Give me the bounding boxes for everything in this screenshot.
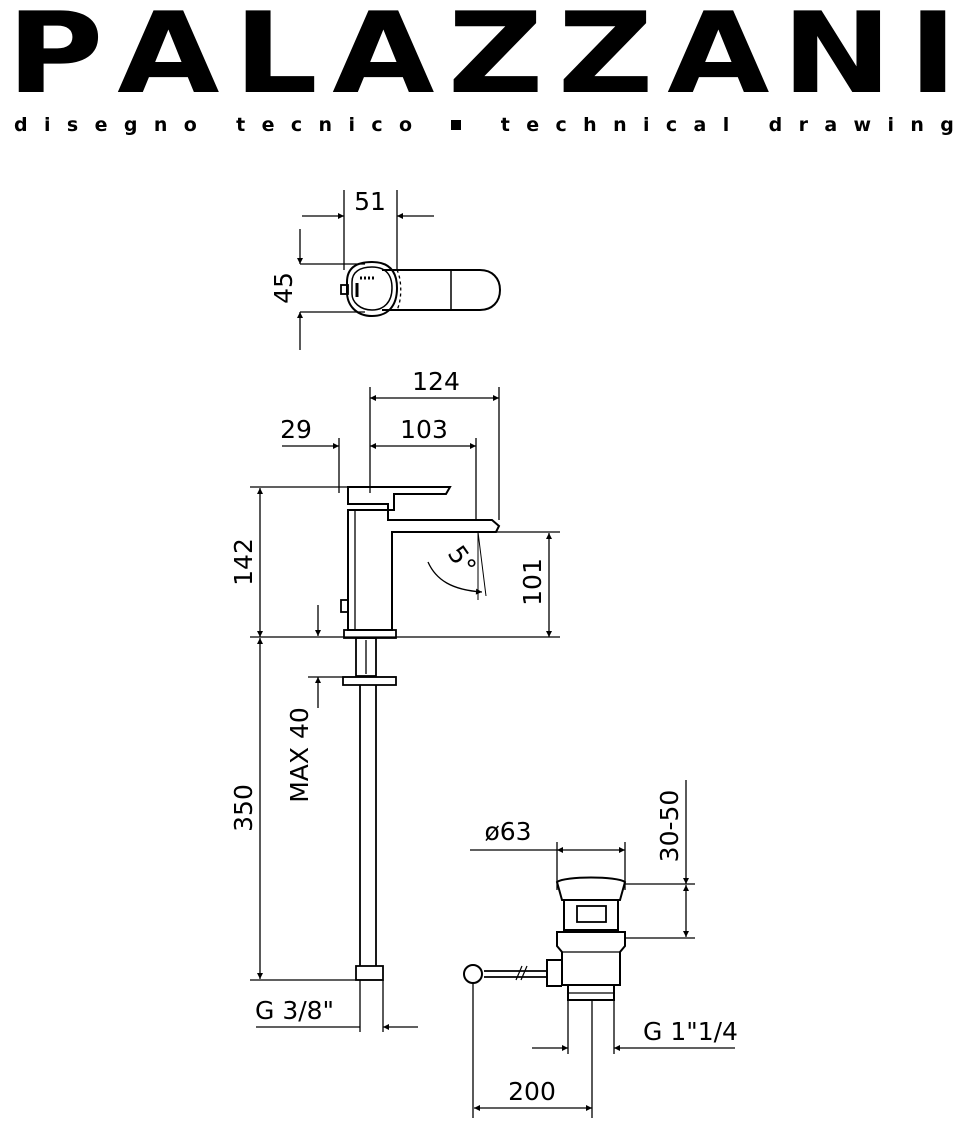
dimension-labels: 51 45 124 29 103 142 5° 101 MAX 40 350 G… bbox=[229, 187, 738, 1106]
subtitle-letter: e bbox=[261, 114, 275, 136]
subtitle-letter: d bbox=[14, 114, 28, 136]
dim-angle: 5° bbox=[442, 540, 482, 580]
dim-waste-lift: 30-50 bbox=[655, 790, 684, 863]
top-view bbox=[297, 190, 502, 350]
subtitle-letter: i bbox=[887, 114, 894, 136]
subtitle-letter: c bbox=[290, 114, 303, 136]
subtitle-letter: e bbox=[526, 114, 540, 136]
dim-outlet-height: 101 bbox=[518, 558, 547, 606]
brand-letter: I bbox=[908, 0, 958, 119]
dim-hose-length: 350 bbox=[229, 784, 258, 832]
subtitle-letter: s bbox=[66, 114, 79, 136]
subtitle-letter: a bbox=[824, 114, 838, 136]
subtitle-letter: n bbox=[318, 114, 333, 136]
subtitle-letter: c bbox=[555, 114, 567, 136]
brand-letter: A bbox=[666, 0, 770, 119]
dim-waste-thread: G 1"1/4 bbox=[643, 1017, 738, 1046]
subtitle-letter: o bbox=[398, 114, 413, 136]
subtitle-letter: r bbox=[798, 114, 808, 136]
subtitle-letter: i bbox=[43, 114, 51, 136]
dim-max-deck: MAX 40 bbox=[285, 707, 314, 803]
subtitle-letter: i bbox=[642, 114, 650, 136]
side-view bbox=[250, 387, 560, 1032]
subtitle-letter: o bbox=[183, 114, 197, 136]
subtitle-letter: n bbox=[153, 114, 168, 136]
dim-top-depth: 45 bbox=[269, 272, 298, 304]
subtitle-letter: c bbox=[665, 114, 678, 136]
brand-letter: N bbox=[781, 0, 893, 119]
subtitle-letter: g bbox=[123, 114, 138, 136]
waste-assembly bbox=[463, 780, 735, 1118]
subtitle-separator bbox=[451, 120, 462, 130]
subtitle-letter: a bbox=[693, 114, 707, 136]
subtitle-letter: h bbox=[583, 114, 597, 136]
subtitle-letter: g bbox=[940, 114, 954, 136]
dim-spout-total: 124 bbox=[412, 367, 460, 396]
dim-top-width: 51 bbox=[354, 187, 386, 216]
subtitle-letter: n bbox=[613, 114, 627, 136]
subtitle-letter: w bbox=[853, 114, 872, 136]
dim-handle-offset: 29 bbox=[280, 415, 312, 444]
dim-rod-length: 200 bbox=[508, 1077, 556, 1106]
subtitle-letter: c bbox=[371, 114, 383, 136]
subtitle-letter: l bbox=[722, 114, 730, 136]
dim-height: 142 bbox=[229, 538, 258, 586]
brand-letter: Z bbox=[557, 0, 654, 119]
brand-letter: A bbox=[116, 0, 220, 119]
brand-letter: A bbox=[332, 0, 435, 119]
subtitle-letter: i bbox=[348, 114, 355, 136]
brand-letter: L bbox=[233, 0, 318, 119]
brand-letter: P bbox=[6, 0, 104, 119]
subtitle-letter: t bbox=[236, 114, 246, 136]
subtitle-letter: t bbox=[500, 114, 510, 136]
subtitle-letter: e bbox=[94, 114, 108, 136]
subtitle-letter: n bbox=[910, 114, 924, 136]
dim-hose-thread: G 3/8" bbox=[255, 996, 334, 1025]
dim-spout-reach: 103 bbox=[400, 415, 448, 444]
dim-waste-diameter: ø63 bbox=[484, 817, 531, 846]
brand-letter: Z bbox=[447, 0, 544, 119]
subtitle-letter: d bbox=[768, 114, 783, 136]
